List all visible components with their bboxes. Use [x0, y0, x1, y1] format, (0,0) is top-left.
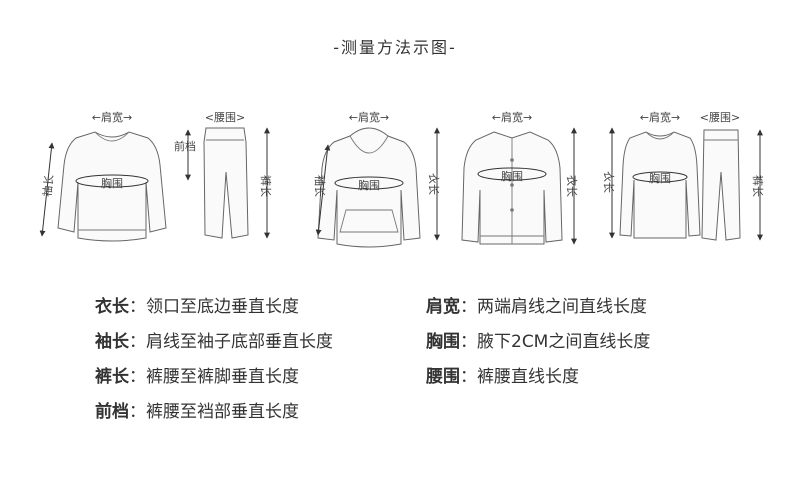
- legend-key: 袖长: [95, 332, 129, 352]
- sleeve-label-2: 袖长: [313, 175, 327, 197]
- pants-length-label-2: 裤长: [751, 175, 765, 197]
- chest-loop-4: [632, 171, 688, 183]
- legend-item-rise: 前档：裤腰至裆部垂直长度: [95, 402, 299, 422]
- garment-illustrations: ←肩宽→ 袖长 胸围 <腰围> 前档 裤长: [39, 110, 765, 248]
- chest-label-3: 胸围: [501, 169, 523, 183]
- shoulder-label-3: ←肩宽→: [492, 110, 532, 124]
- pants-length-label-1: 裤长: [259, 175, 273, 197]
- length-label-2: 衣长: [427, 173, 441, 195]
- sweatshirt-collar: [94, 131, 130, 142]
- legend-key: 前档: [95, 402, 129, 422]
- longsleeve-collar: [645, 131, 675, 140]
- chest-loop-2: [334, 176, 404, 190]
- shoulder-label-2: ←肩宽→: [349, 110, 389, 124]
- sweatshirt-figure: ←肩宽→ 袖长 胸围: [39, 110, 167, 242]
- jacket-button: [510, 208, 514, 212]
- legend-desc: 领口至底边垂直长度: [146, 297, 299, 317]
- chest-label-1: 胸围: [101, 176, 123, 190]
- pants-outline-2: [701, 129, 741, 241]
- legend-item-shoulder: 肩宽：两端肩线之间直线长度: [426, 297, 647, 317]
- legend-item-sleeve: 袖长：肩线至袖子底部垂直长度: [95, 332, 333, 352]
- pants-figure-1: <腰围> 前档 裤长: [174, 111, 273, 239]
- sweatshirt-outline: [57, 131, 167, 242]
- legend-key: 胸围: [426, 332, 460, 352]
- sleeve-arrow-1: [39, 142, 55, 237]
- jacket-button: [510, 183, 514, 187]
- chest-loop-1: [75, 174, 149, 188]
- waist-label-2: <腰围>: [700, 111, 740, 124]
- legend-desc: 裤腰至裤脚垂直长度: [146, 367, 299, 387]
- rise-label: 前档: [174, 139, 196, 153]
- jacket-figure: ←肩宽→ 胸围 衣长: [461, 110, 579, 245]
- length-label-3: 衣长: [565, 175, 579, 197]
- hoodie-pocket: [339, 209, 399, 233]
- chest-label-2: 胸围: [358, 178, 380, 192]
- page-title: -测量方法示图-: [333, 38, 457, 57]
- legend-desc: 裤腰至裆部垂直长度: [146, 402, 299, 422]
- shoulder-label-1: ←肩宽→: [92, 110, 132, 124]
- waist-label-1: <腰围>: [205, 111, 245, 124]
- legend-key: 肩宽: [426, 297, 460, 317]
- chest-label-4: 胸围: [649, 171, 671, 185]
- legend-item-waist: 腰围：裤腰直线长度: [426, 367, 579, 387]
- sleeve-label-1: 袖长: [40, 174, 56, 197]
- legend-key: 裤长: [95, 367, 129, 387]
- legend-key: 腰围: [426, 367, 460, 387]
- shoulder-label-4: ←肩宽→: [640, 110, 680, 124]
- hoodie-figure: ←肩宽→ 袖长 胸围 衣长: [313, 110, 441, 248]
- sleeve-arrow-2: [315, 144, 331, 236]
- legend-desc: 腋下2CM之间直线长度: [477, 332, 651, 352]
- legend-desc: 肩线至袖子底部垂直长度: [146, 332, 333, 352]
- legend-key: 衣长: [95, 297, 129, 317]
- hood-opening: [349, 135, 389, 154]
- jacket-button: [510, 158, 514, 162]
- legend-desc: 两端肩线之间直线长度: [477, 297, 647, 317]
- legend-item-pants-length: 裤长：裤腰至裤脚垂直长度: [95, 367, 299, 387]
- pants-outline-1: [203, 127, 249, 239]
- longsleeve-figure: ←肩宽→ 胸围 衣长 <腰围> 裤长: [602, 110, 765, 241]
- legend-item-chest: 胸围：腋下2CM之间直线长度: [426, 332, 651, 352]
- length-label-4: 衣长: [602, 171, 616, 193]
- legend-item-garment-length: 衣长：领口至底边垂直长度: [95, 297, 299, 317]
- chest-loop-3: [477, 167, 547, 181]
- longsleeve-outline: [619, 131, 701, 239]
- legend-desc: 裤腰直线长度: [477, 367, 579, 387]
